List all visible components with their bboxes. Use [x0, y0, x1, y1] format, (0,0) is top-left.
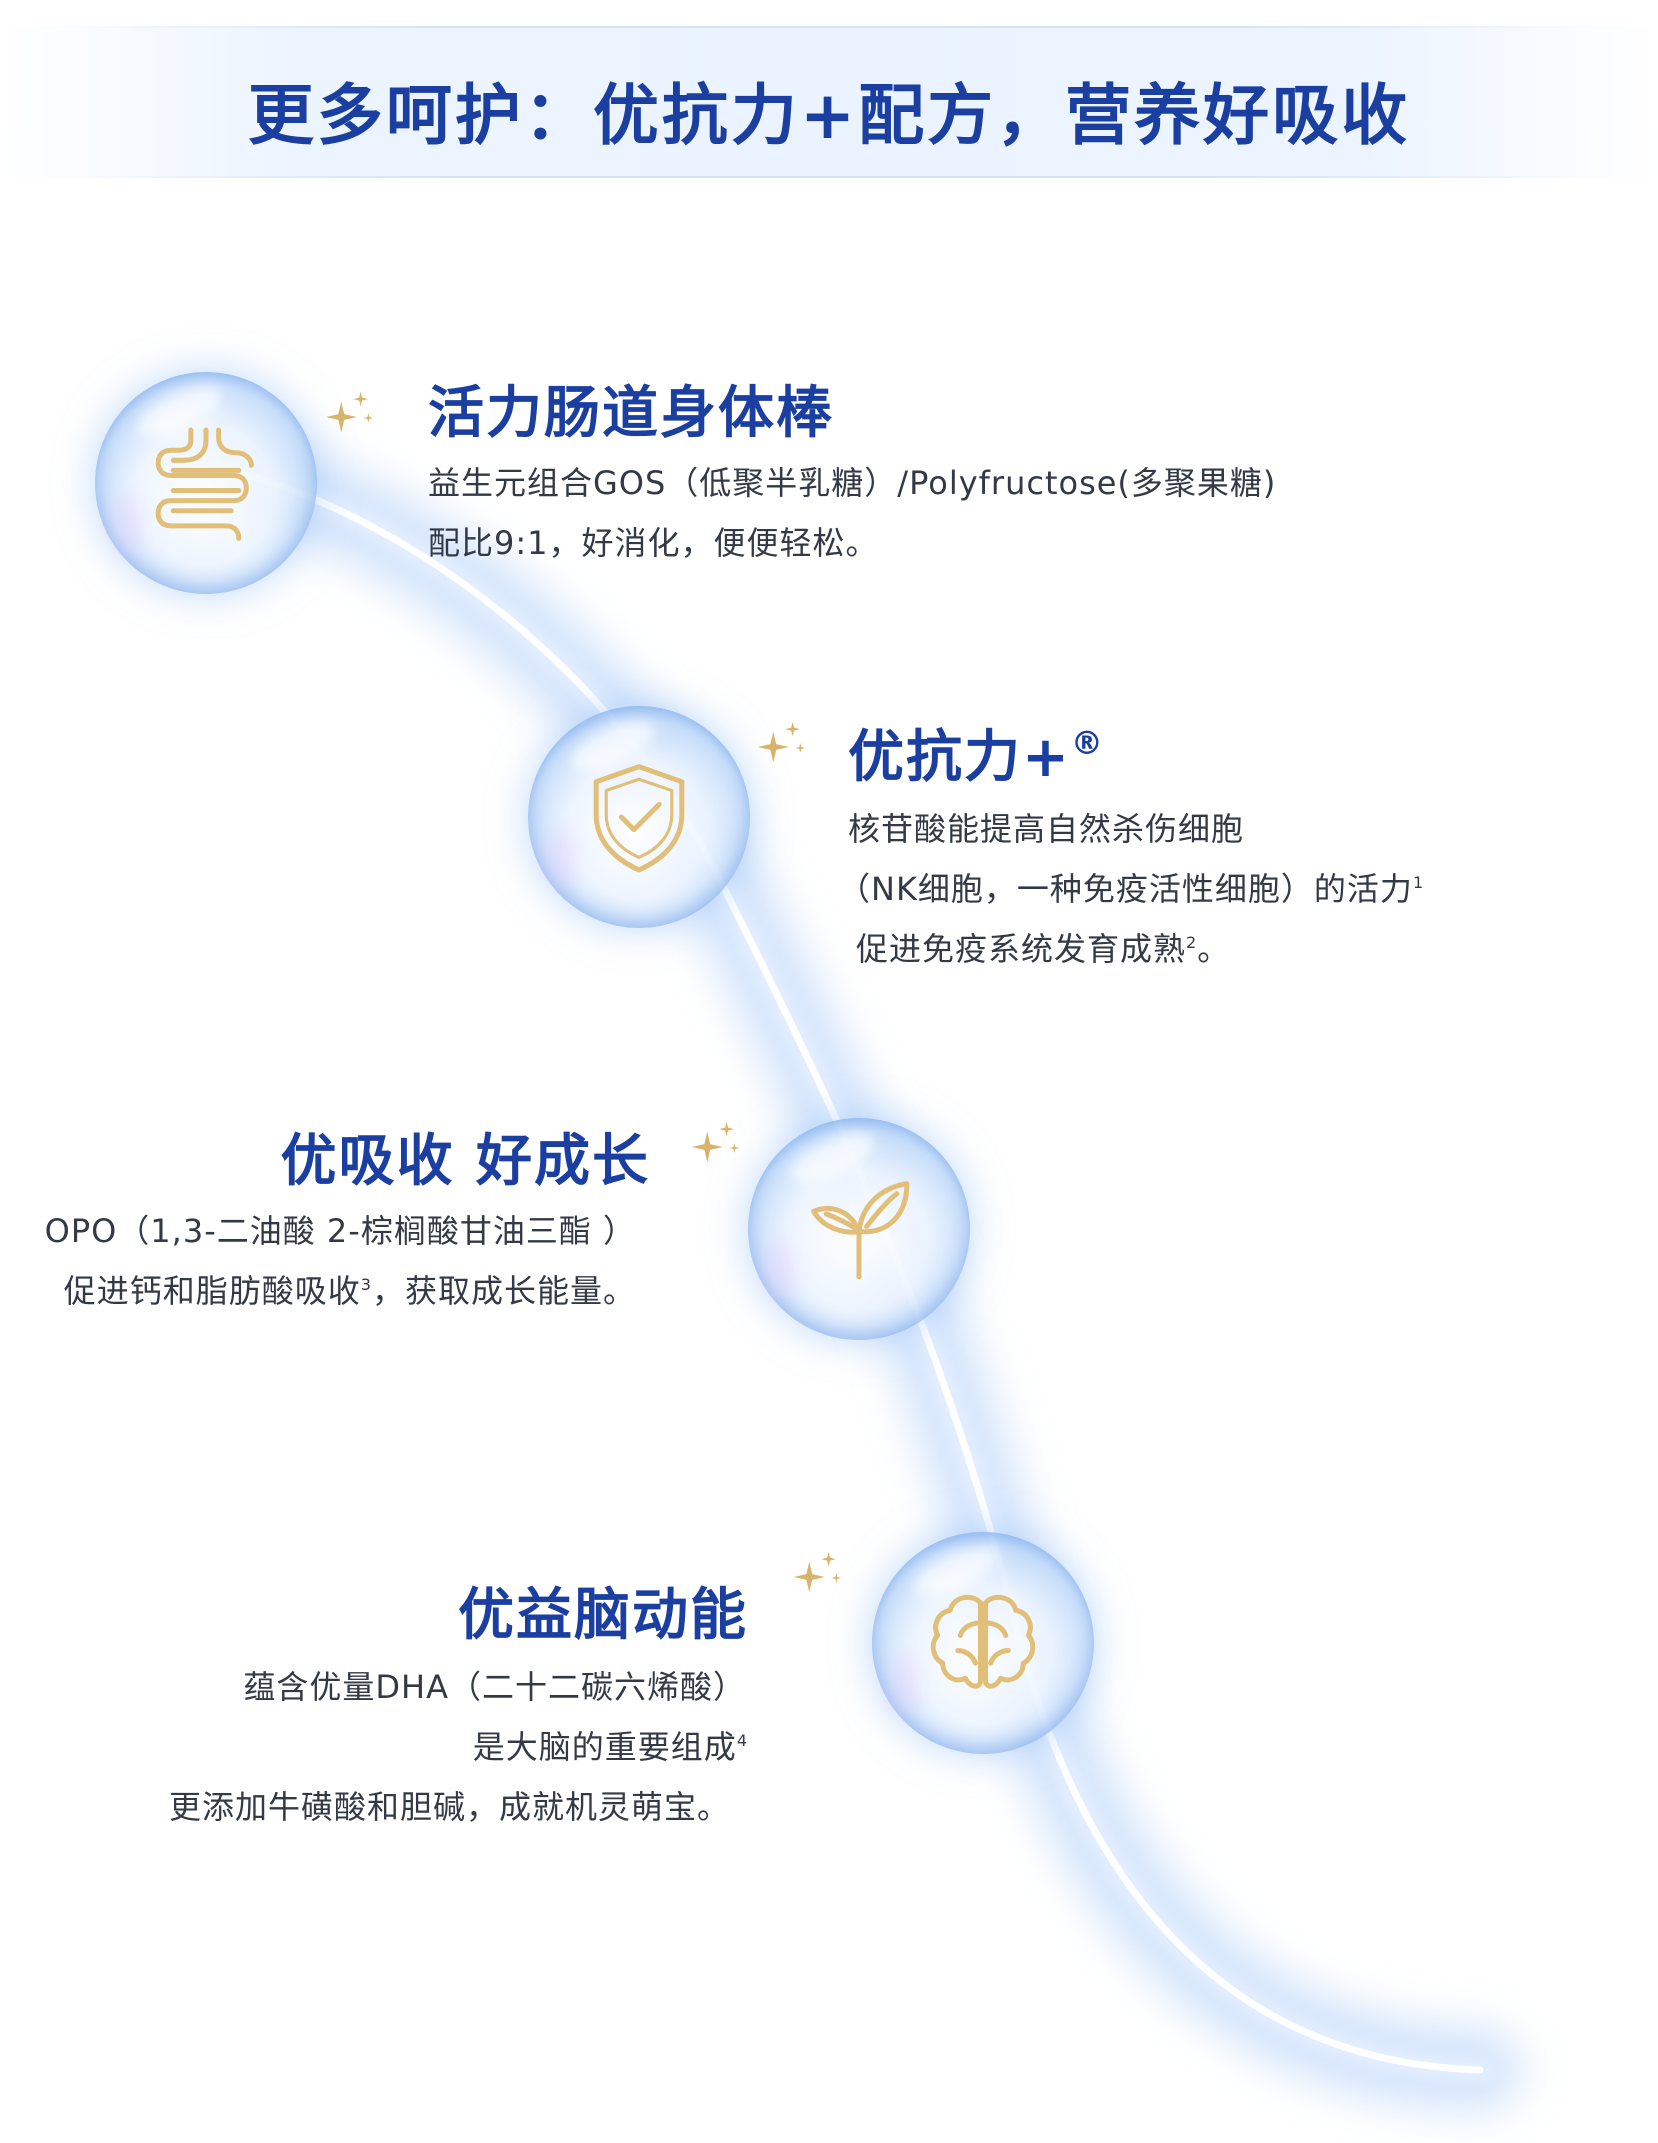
feature-title-gut: 活力肠道身体棒	[428, 381, 834, 446]
sparkle-icon	[325, 391, 374, 433]
sparkle-icon	[793, 1551, 842, 1593]
sparkle-icon	[757, 721, 806, 763]
feature-text-immunity-line-3: 促进免疫系统发育成熟2。	[856, 924, 1230, 970]
feature-text-gut-line-2: 配比9:1，好消化，便便轻松。	[428, 524, 879, 562]
feature-text-immunity-line-3-end: 。	[1197, 930, 1231, 968]
feature-text-immunity-line-2-text: （NK细胞，一种免疫活性细胞）的活力	[838, 870, 1413, 908]
shield-check-icon	[593, 764, 685, 873]
feature-text-gut-line-1: 益生元组合GOS（低聚半乳糖）/Polyfructose(多聚果糖)	[428, 464, 1277, 502]
feature-title-absorption: 优吸收 好成长	[280, 1129, 650, 1194]
feature-text-immunity-line-3-text: 促进免疫系统发育成熟	[856, 930, 1187, 968]
feature-title-immunity-text: 优抗力+	[848, 725, 1071, 790]
footnote-ref-4: 4	[736, 1731, 748, 1750]
footnote-ref-3: 3	[360, 1275, 372, 1294]
feature-text-brain-line-1: 蕴含优量DHA（二十二碳六烯酸）	[243, 1668, 746, 1706]
header-band	[0, 26, 1658, 178]
feature-text-brain-line-2: 是大脑的重要组成4	[473, 1722, 748, 1768]
feature-text-brain-line-3: 更添加牛磺酸和胆碱，成就机灵萌宝。	[168, 1788, 730, 1826]
footnote-ref-2: 2	[1186, 933, 1198, 952]
feature-text-immunity-line-1: 核苷酸能提高自然杀伤细胞	[848, 810, 1245, 848]
brain-icon	[930, 1594, 1036, 1689]
bubble-intestine	[95, 372, 317, 594]
footnote-ref-1: 1	[1412, 873, 1425, 892]
bubble-brain	[872, 1532, 1094, 1754]
leaf-icon	[811, 1181, 910, 1280]
feature-text-absorption-line-2-end: ，获取成长能量。	[371, 1272, 636, 1310]
feature-text-absorption-line-1: OPO（1,3-二油酸 2-棕榈酸甘油三酯 ）	[44, 1212, 636, 1250]
feature-text-absorption-line-2-text: 促进钙和脂肪酸吸收	[63, 1272, 361, 1310]
feature-title-brain: 优益脑动能	[458, 1583, 748, 1648]
bubble-leaf	[748, 1118, 970, 1340]
bubble-shield	[528, 706, 750, 928]
feature-text-immunity-line-2: （NK细胞，一种免疫活性细胞）的活力1	[838, 864, 1424, 910]
feature-title-immunity: 优抗力+®	[848, 712, 1105, 793]
feature-text-absorption-line-2: 促进钙和脂肪酸吸收3，获取成长能量。	[64, 1266, 636, 1312]
registered-mark: ®	[1070, 724, 1105, 762]
intestine-icon	[155, 427, 254, 541]
feature-text-brain-line-2-text: 是大脑的重要组成	[472, 1728, 737, 1766]
sparkle-icon	[691, 1121, 740, 1163]
page-title: 更多呵护：优抗力+配方，营养好吸收	[247, 77, 1411, 154]
